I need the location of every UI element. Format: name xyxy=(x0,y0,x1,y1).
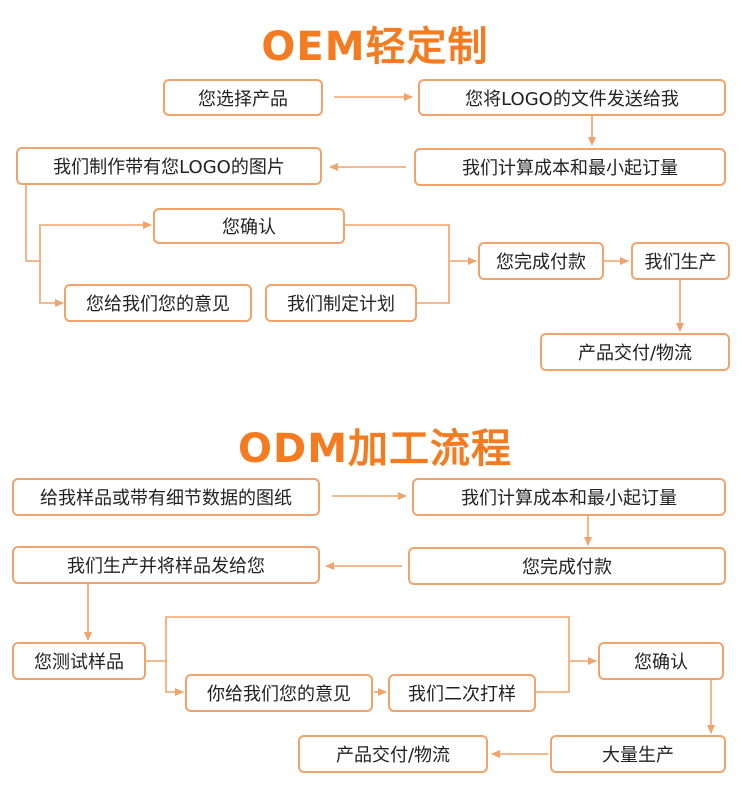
odm-step-resample: 我们二次打样 xyxy=(388,674,536,712)
oem-step-send-logo: 您将LOGO的文件发送给我 xyxy=(418,79,726,116)
oem-step-feedback: 您给我们您的意见 xyxy=(64,284,252,322)
oem-arrow-picture-to-feedback xyxy=(25,184,64,307)
oem-step-choose-product: 您选择产品 xyxy=(163,79,323,116)
odm-step-confirm: 您确认 xyxy=(598,642,724,680)
odm-step-give-sample: 给我样品或带有细节数据的图纸 xyxy=(12,478,320,516)
odm-loop-bottom xyxy=(536,661,570,693)
odm-step-feedback: 你给我们您的意见 xyxy=(185,674,373,712)
odm-arrow-test-to-feedback xyxy=(146,660,184,696)
oem-title: OEM轻定制 xyxy=(261,24,489,70)
odm-step-test-samples: 您测试样品 xyxy=(12,642,146,680)
odm-step-delivery: 产品交付/物流 xyxy=(298,735,488,773)
oem-step-payment: 您完成付款 xyxy=(478,242,604,280)
oem-step-make-picture: 我们制作带有您LOGO的图片 xyxy=(16,147,322,185)
oem-step-calc-cost: 我们计算成本和最小起订量 xyxy=(414,148,726,186)
oem-step-delivery: 产品交付/物流 xyxy=(540,333,730,371)
oem-loop-confirm xyxy=(344,224,450,261)
odm-step-payment: 您完成付款 xyxy=(408,547,726,585)
oem-arrow-to-confirm xyxy=(39,221,152,261)
odm-step-calc-cost: 我们计算成本和最小起订量 xyxy=(412,478,726,516)
odm-loop-top xyxy=(165,616,570,661)
odm-step-make-samples: 我们生产并将样品发给您 xyxy=(12,546,320,584)
oem-step-confirm: 您确认 xyxy=(153,208,345,244)
odm-title: ODM加工流程 xyxy=(237,426,512,472)
oem-step-produce: 我们生产 xyxy=(631,242,730,280)
odm-step-mass-production: 大量生产 xyxy=(550,735,726,773)
oem-step-make-plan: 我们制定计划 xyxy=(265,284,417,322)
oem-loop-plan xyxy=(416,261,450,304)
